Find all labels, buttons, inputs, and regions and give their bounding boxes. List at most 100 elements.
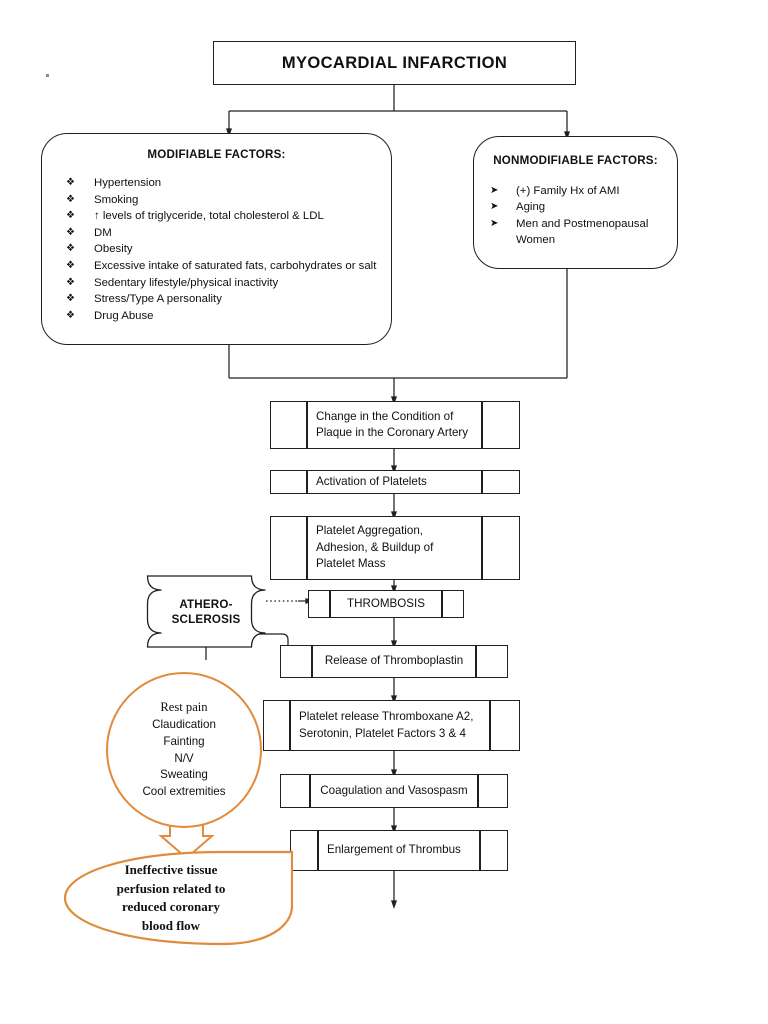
arrow-bullet-icon: ➤ (490, 184, 499, 196)
cell-label: Coagulation and Vasospasm (310, 774, 478, 808)
list-item: ❖ DM (66, 225, 391, 242)
diagnosis-line: Ineffective tissue (124, 862, 218, 877)
nonmodifiable-factors-list: ➤ (+) Family Hx of AMI ➤Aging ➤ Men and Po… (490, 183, 677, 249)
cell-right (480, 830, 508, 871)
atherosclerosis-label-line1: ATHERO- (179, 597, 233, 611)
process-step-platelet-activation: Activation of Platelets (270, 470, 520, 494)
symptoms-circle: Rest pain Claudication Fainting N/V Swea… (106, 672, 262, 828)
cell-left (280, 645, 312, 678)
process-step-label: Activation of Platelets (316, 474, 427, 488)
diamond-bullet-icon: ❖ (66, 193, 75, 205)
plaque-shape-icon (146, 575, 266, 648)
list-item-label: Men and Postmenopausal Women (516, 217, 649, 247)
cell-right (476, 645, 508, 678)
modifiable-factors-heading: MODIFIABLE FACTORS: (147, 148, 286, 161)
nursing-diagnosis-text: Ineffective tissue perfusion related to … (63, 848, 293, 948)
cell-right (442, 590, 464, 618)
symptom-item: Rest pain (160, 700, 208, 715)
process-step-thrombosis: THROMBOSIS (308, 590, 464, 618)
list-item-label: Excessive intake of saturated fats, carb… (94, 259, 377, 272)
list-item-label: Hypertension (94, 177, 162, 189)
process-step-thromboplastin-release: Release of Thromboplastin (280, 645, 508, 678)
list-item: ❖ Excessive intake of saturated fats, car… (66, 258, 391, 275)
page-title: MYOCARDIAL INFARCTION (281, 53, 508, 72)
diagnosis-line: reduced coronary (121, 899, 221, 914)
cell-left (263, 700, 290, 751)
cell-right (482, 401, 520, 449)
cell-left (270, 470, 307, 494)
diamond-bullet-icon: ❖ (66, 177, 75, 188)
symptom-item: Cool extremities (142, 785, 226, 799)
process-step-thrombus-enlargement: Enlargement of Thrombus (290, 830, 508, 871)
cell-label: Change in the Condition of Plaque in the… (307, 401, 482, 449)
list-item: ➤ Men and Postmenopausal Women (490, 216, 677, 249)
list-item-label: Obesity (94, 243, 133, 256)
process-step-thromboxane-release: Platelet release Thromboxane A2, Seroton… (263, 700, 520, 751)
diamond-bullet-icon: ❖ (66, 243, 75, 255)
cell-right (482, 516, 520, 580)
list-item: ❖ Stress/Type A personality (66, 291, 391, 308)
cell-left (308, 590, 330, 618)
diagnosis-line: perfusion related to (116, 880, 226, 896)
title-box: MYOCARDIAL INFARCTION (213, 41, 576, 85)
modifiable-factors-list: ❖ Hypertension ❖ Smoking ❖ ↑ levels of trig… (66, 175, 391, 324)
ellipse-shape-icon (63, 850, 294, 946)
cell-label: Activation of Platelets (307, 470, 482, 494)
nonmodifiable-factors-box: NONMODIFIABLE FACTORS: ➤ (+) Family Hx of… (473, 136, 678, 269)
list-item: ➤Aging (490, 199, 677, 216)
cell-right (478, 774, 508, 808)
atherosclerosis-node: ATHERO-SCLEROSIS (146, 575, 266, 648)
list-item: ❖ Obesity (66, 241, 391, 258)
list-item-label: DM (94, 226, 112, 239)
cell-left (270, 516, 307, 580)
cell-label: Platelet Aggregation, Adhesion, & Buildu… (307, 516, 482, 580)
process-step-platelet-aggregation: Platelet Aggregation, Adhesion, & Buildu… (270, 516, 520, 580)
cell-label: THROMBOSIS (330, 590, 442, 618)
cell-right (490, 700, 520, 751)
process-step-label: Change in the Condition of Plaque in the… (316, 409, 469, 440)
list-item: ❖ Sedentary lifestyle/physical inactivity (66, 275, 391, 292)
list-item: ❖ Smoking (66, 192, 391, 209)
symptoms-list: Rest pain Claudication Fainting N/V Swea… (142, 699, 225, 801)
list-item: ❖ Hypertension (66, 175, 391, 192)
process-step-plaque-change: Change in the Condition of Plaque in the… (270, 401, 520, 449)
cell-left (280, 774, 310, 808)
cell-label: Release of Thromboplastin (312, 645, 476, 678)
symptom-item: Claudication (152, 717, 216, 731)
diamond-bullet-icon: ❖ (66, 226, 75, 238)
list-item-label: Smoking (94, 193, 139, 206)
process-step-label: Platelet release Thromboxane A2, Seroton… (299, 710, 474, 740)
diamond-bullet-icon: ❖ (66, 259, 75, 271)
page-speck (46, 74, 49, 77)
process-step-label: THROMBOSIS (347, 596, 425, 610)
symptom-item: Sweating (160, 768, 208, 782)
list-item: ➤ (+) Family Hx of AMI (490, 183, 677, 200)
atherosclerosis-label-line2: SCLEROSIS (171, 612, 241, 626)
diagnosis-line: blood flow (141, 917, 201, 933)
symptom-item: Fainting (163, 734, 205, 748)
modifiable-factors-box: MODIFIABLE FACTORS: ❖ Hypertension ❖ Smoki… (41, 133, 392, 345)
list-item: ❖Drug Abuse (66, 308, 391, 325)
cell-label: Platelet release Thromboxane A2, Seroton… (290, 700, 490, 751)
list-item-label: (+) Family Hx of AMI (516, 184, 620, 197)
process-step-label: Platelet Aggregation, Adhesion, & Buildu… (316, 524, 434, 571)
nonmodifiable-factors-heading: NONMODIFIABLE FACTORS: (493, 154, 658, 167)
diamond-bullet-icon: ❖ (66, 276, 75, 288)
cell-label: Enlargement of Thrombus (318, 830, 480, 871)
diamond-bullet-icon: ❖ (66, 210, 75, 222)
list-item-label: Aging (516, 201, 546, 214)
process-step-label: Enlargement of Thrombus (327, 843, 461, 857)
atherosclerosis-label: ATHERO-SCLEROSIS (146, 575, 266, 648)
list-item-label: Stress/Type A personality (94, 293, 222, 306)
list-item-label: ↑ levels of triglyceride, total choleste… (94, 210, 324, 223)
arrow-bullet-icon: ➤ (490, 217, 499, 229)
process-step-label: Coagulation and Vasospasm (320, 783, 468, 797)
process-step-label: Release of Thromboplastin (324, 654, 464, 668)
cell-left (270, 401, 307, 449)
list-item-label: Sedentary lifestyle/physical inactivity (94, 276, 279, 289)
diamond-bullet-icon: ❖ (66, 293, 75, 305)
list-item-label: Drug Abuse (94, 309, 154, 322)
list-item: ❖ ↑ levels of triglyceride, total cholest… (66, 208, 391, 225)
symptom-item: N/V (174, 751, 194, 765)
